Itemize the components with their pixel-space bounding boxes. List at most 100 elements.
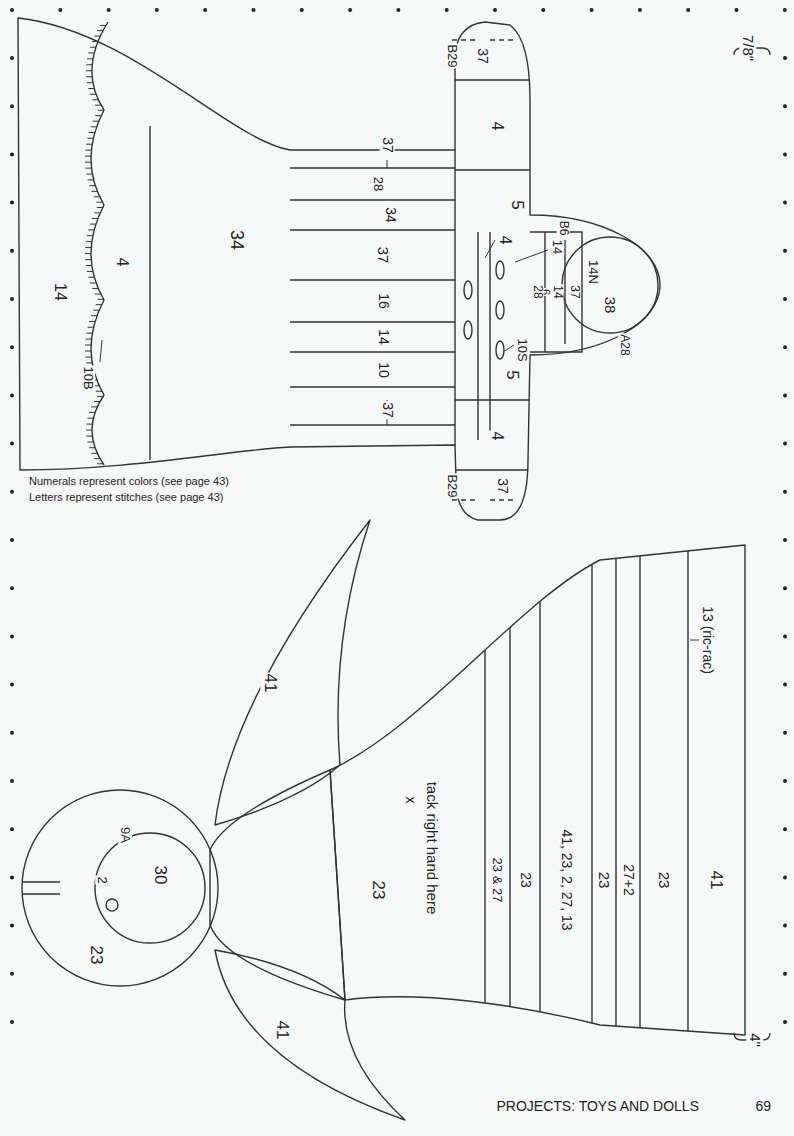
- stitch-tick: [92, 218, 98, 219]
- border-dot: [252, 8, 256, 12]
- stitch-tick: [95, 105, 101, 106]
- color-number: 41, 23, 2, 27, 13: [558, 828, 573, 931]
- color-number: 13 (ric-rac): [699, 605, 714, 675]
- border-dot: [10, 1020, 14, 1024]
- border-dot: [10, 393, 14, 397]
- stitch-tick: [91, 406, 97, 407]
- color-number: 4: [496, 235, 514, 246]
- leader-lines: [100, 160, 699, 640]
- face-circle: [562, 237, 658, 333]
- border-dot: [10, 152, 14, 156]
- color-number: 4: [488, 431, 506, 442]
- border-dot: [10, 201, 14, 205]
- border-dot: [10, 731, 14, 735]
- border-dot: [348, 8, 352, 12]
- color-number: 34: [226, 229, 246, 251]
- stitch-tick: [88, 52, 94, 53]
- vine: [464, 232, 504, 440]
- color-number: 30: [151, 865, 170, 886]
- stitch-tick: [86, 339, 92, 340]
- stitch-tick: [87, 58, 93, 59]
- color-number: B6: [556, 220, 569, 237]
- border-dot: [783, 586, 787, 590]
- stitch-tick: [90, 47, 96, 48]
- stitch-tick: [88, 277, 94, 278]
- border-dot: [783, 731, 787, 735]
- stitch-tick: [87, 82, 93, 83]
- border-dot: [10, 683, 14, 687]
- color-number: B29: [445, 43, 459, 68]
- border-dots: [10, 8, 787, 1024]
- border-dot: [10, 972, 14, 976]
- bodice-stripes: [290, 168, 455, 425]
- border-dot: [10, 875, 14, 879]
- border-dot: [10, 249, 14, 253]
- border-dot: [783, 201, 787, 205]
- border-dot: [10, 297, 14, 301]
- stitch-tick: [89, 132, 95, 133]
- border-dot: [783, 249, 787, 253]
- color-number: 23: [369, 880, 388, 901]
- color-number: 37: [375, 246, 392, 265]
- stitch-tick: [87, 138, 93, 139]
- border-dot: [10, 827, 14, 831]
- mouth-circle: [106, 899, 118, 911]
- color-number: 5: [508, 199, 527, 210]
- border-dot: [10, 586, 14, 590]
- arm-bands: [452, 40, 530, 500]
- color-number: 37: [474, 47, 489, 65]
- stitch-tick: [86, 241, 92, 242]
- border-dot: [493, 8, 497, 12]
- color-number: 38: [602, 296, 619, 315]
- collar: [530, 232, 582, 352]
- stitch-tick: [85, 253, 91, 254]
- stitch-tick: [86, 265, 92, 266]
- stitch-tick: [95, 294, 101, 295]
- note-text: PROJECTS: TOYS AND DOLLS: [495, 1099, 700, 1114]
- stitch-tick: [88, 88, 94, 89]
- color-number: 23: [87, 945, 106, 966]
- border-dot: [638, 8, 642, 12]
- color-number: 41: [707, 870, 726, 891]
- color-number: 28: [371, 176, 385, 192]
- stitch-tick: [98, 299, 104, 300]
- border-dot: [155, 8, 159, 12]
- border-dot: [10, 924, 14, 928]
- border-dot: [300, 8, 304, 12]
- color-number: B29: [445, 473, 459, 498]
- stitch-tick: [92, 99, 98, 100]
- color-number: 14: [51, 282, 69, 302]
- border-dot: [735, 8, 739, 12]
- stitch-tick: [86, 76, 92, 77]
- color-number: 27+2: [620, 863, 635, 897]
- stitch-tick: [86, 144, 92, 145]
- stitch-tick: [86, 64, 92, 65]
- color-number: 4: [113, 257, 131, 268]
- color-number: A28: [617, 333, 630, 356]
- border-dot: [783, 56, 787, 60]
- border-dot: [783, 393, 787, 397]
- stitch-tick: [86, 168, 92, 169]
- color-number: 4: [488, 121, 506, 132]
- color-number: 34: [382, 206, 397, 224]
- stitch-tick: [88, 327, 94, 328]
- color-number: 4": [747, 1032, 764, 1048]
- border-dot: [203, 8, 207, 12]
- stitch-tick: [98, 110, 104, 111]
- angel-face: [95, 833, 205, 943]
- stitch-tick: [95, 115, 101, 116]
- border-dot: [783, 104, 787, 108]
- stitch-tick: [85, 259, 91, 260]
- stitch-tick: [100, 25, 106, 26]
- color-number: 37: [379, 136, 394, 154]
- note-text: Letters represent stitches (see page 43): [28, 491, 224, 503]
- border-dot: [783, 875, 787, 879]
- blanket-stitch: [85, 25, 106, 463]
- stitch-tick: [85, 247, 91, 248]
- stitch-tick: [87, 235, 93, 236]
- color-number: 28: [530, 284, 543, 299]
- border-dot: [590, 8, 594, 12]
- stitch-tick: [86, 436, 92, 437]
- top-wing: [215, 520, 370, 825]
- color-number: 14: [550, 284, 563, 299]
